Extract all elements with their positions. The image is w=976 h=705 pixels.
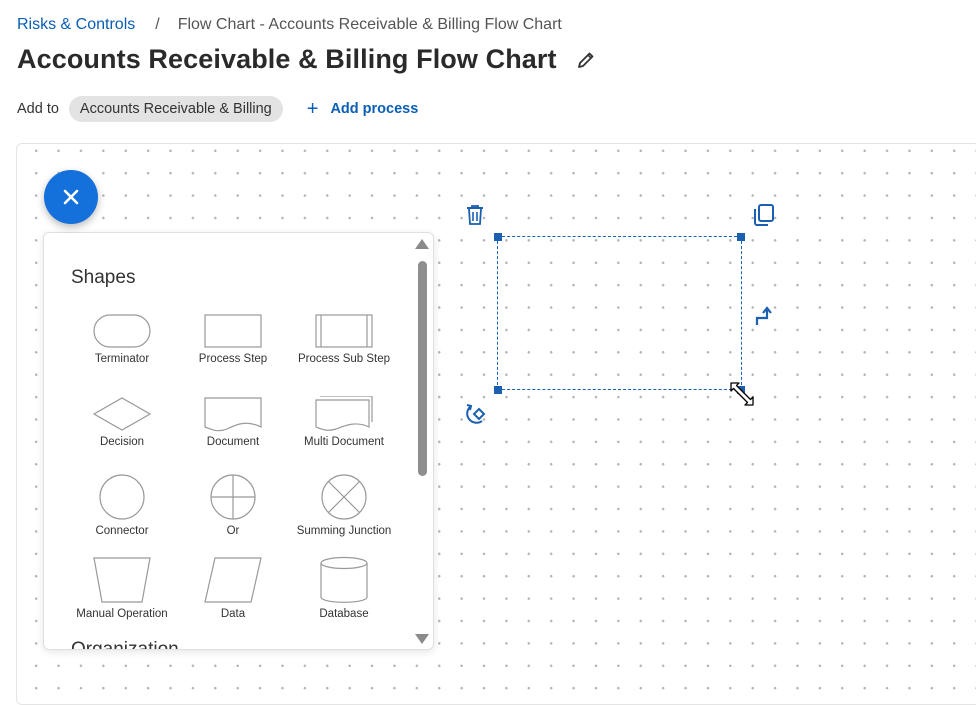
shape-connector[interactable]: Connector [66, 473, 178, 537]
shape-data[interactable]: Data [177, 556, 289, 620]
add-process-label: Add process [330, 101, 419, 117]
copy-icon [754, 204, 774, 226]
title-row: Accounts Receivable & Billing Flow Chart [17, 44, 597, 75]
trash-icon [467, 205, 483, 225]
shape-label: Process Sub Step [297, 353, 391, 365]
shape-label: Summing Junction [296, 525, 392, 537]
connector-shape-icon [99, 474, 145, 520]
shapes-panel-title: Shapes [71, 267, 136, 288]
add-to-row: Add to Accounts Receivable & Billing + A… [17, 96, 418, 122]
shape-manual-operation[interactable]: Manual Operation [66, 556, 178, 620]
document-shape-icon [204, 397, 262, 432]
breadcrumb: Risks & Controls / Flow Chart - Accounts… [17, 16, 562, 34]
edit-title-button[interactable] [575, 49, 597, 71]
shape-process-step[interactable]: Process Step [177, 313, 289, 365]
add-to-label: Add to [17, 101, 59, 117]
shapes-panel: Shapes Terminator Process Step Process S… [43, 232, 434, 650]
terminator-shape-icon [93, 314, 151, 348]
manual-operation-shape-icon [93, 557, 151, 603]
summing-junction-shape-icon [321, 474, 367, 520]
shape-label: Terminator [94, 353, 150, 365]
close-icon [63, 189, 79, 205]
connector-arrow-icon [755, 306, 772, 325]
resize-icon [730, 382, 754, 406]
shape-process-sub-step[interactable]: Process Sub Step [288, 313, 400, 365]
delete-shape-button[interactable] [465, 204, 485, 231]
shape-label: Manual Operation [76, 608, 168, 620]
rotate-icon [466, 404, 486, 424]
shape-label: Database [319, 608, 369, 620]
database-shape-icon [320, 556, 368, 603]
shape-document[interactable]: Document [177, 396, 289, 448]
shape-label: Or [226, 525, 240, 537]
breadcrumb-current: Flow Chart - Accounts Receivable & Billi… [177, 16, 562, 33]
shape-decision[interactable]: Decision [66, 396, 178, 448]
resize-handle-top-left[interactable] [494, 233, 502, 241]
selected-process-step[interactable] [497, 236, 742, 390]
shape-label: Multi Document [304, 436, 384, 448]
connect-shape-button[interactable] [754, 305, 776, 332]
breadcrumb-link-risks-controls[interactable]: Risks & Controls [17, 16, 136, 33]
duplicate-shape-button[interactable] [752, 203, 776, 232]
shape-label: Document [206, 436, 260, 448]
scroll-thumb[interactable] [418, 261, 427, 476]
shape-database[interactable]: Database [288, 556, 400, 620]
shape-multi-document[interactable]: Multi Document [288, 396, 400, 448]
shape-terminator[interactable]: Terminator [66, 313, 178, 365]
page-title: Accounts Receivable & Billing Flow Chart [17, 44, 557, 74]
data-shape-icon [204, 557, 262, 603]
or-shape-icon [210, 474, 256, 520]
process-sub-step-shape-icon [315, 314, 373, 348]
shape-label: Decision [99, 436, 145, 448]
rotate-shape-button[interactable] [464, 401, 488, 430]
shape-label: Process Step [198, 353, 268, 365]
resize-cursor [728, 380, 756, 413]
scroll-up-arrow-icon[interactable] [415, 239, 429, 249]
process-chip[interactable]: Accounts Receivable & Billing [68, 96, 283, 122]
shapes-scrollbar[interactable] [415, 239, 429, 644]
shape-label: Connector [95, 525, 149, 537]
multi-document-shape-icon [315, 396, 373, 431]
organization-section-title: Organization [71, 639, 179, 650]
shape-or[interactable]: Or [177, 473, 289, 537]
breadcrumb-separator: / [155, 16, 160, 33]
close-shapes-button[interactable] [44, 170, 98, 224]
shape-label: Data [220, 608, 246, 620]
resize-handle-top-right[interactable] [737, 233, 745, 241]
pencil-icon [577, 52, 594, 68]
add-process-button[interactable]: + Add process [307, 99, 419, 119]
scroll-down-arrow-icon[interactable] [415, 634, 429, 644]
decision-shape-icon [92, 397, 152, 431]
resize-handle-bottom-left[interactable] [494, 386, 502, 394]
process-step-shape-icon [204, 314, 262, 348]
shape-summing-junction[interactable]: Summing Junction [288, 473, 400, 537]
plus-icon: + [306, 98, 319, 120]
